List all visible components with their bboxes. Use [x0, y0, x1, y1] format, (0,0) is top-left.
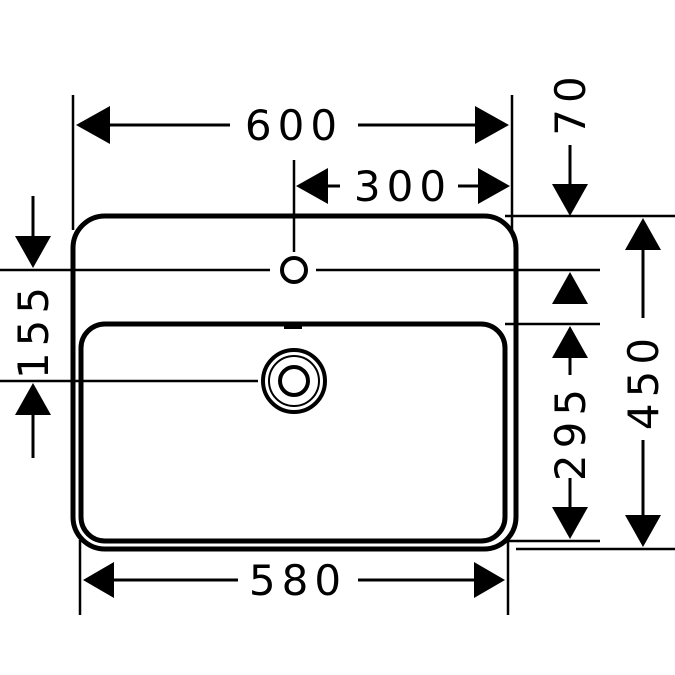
- drain-offset-label: 155: [9, 281, 58, 379]
- dimension-tap-offset: 300: [296, 162, 510, 211]
- bowl-width-label: 580: [249, 556, 347, 605]
- dimension-top-margin: 70: [546, 70, 595, 304]
- dimension-width-overall: 600: [76, 101, 509, 150]
- dimension-depth-overall: 450: [619, 218, 668, 547]
- depth-overall-label: 450: [619, 332, 668, 430]
- extension-lines: [0, 95, 675, 615]
- overflow-slot: [284, 322, 302, 329]
- width-overall-label: 600: [245, 101, 343, 150]
- dimension-drain-offset: 155: [9, 196, 58, 458]
- bowl-depth-label: 295: [546, 383, 595, 481]
- tap-offset-label: 300: [354, 162, 452, 211]
- top-margin-label: 70: [546, 70, 595, 135]
- tap-hole: [280, 256, 308, 284]
- drain: [261, 348, 327, 414]
- dimension-bowl-width: 580: [83, 556, 505, 605]
- dimension-bowl-depth: 295: [546, 326, 595, 539]
